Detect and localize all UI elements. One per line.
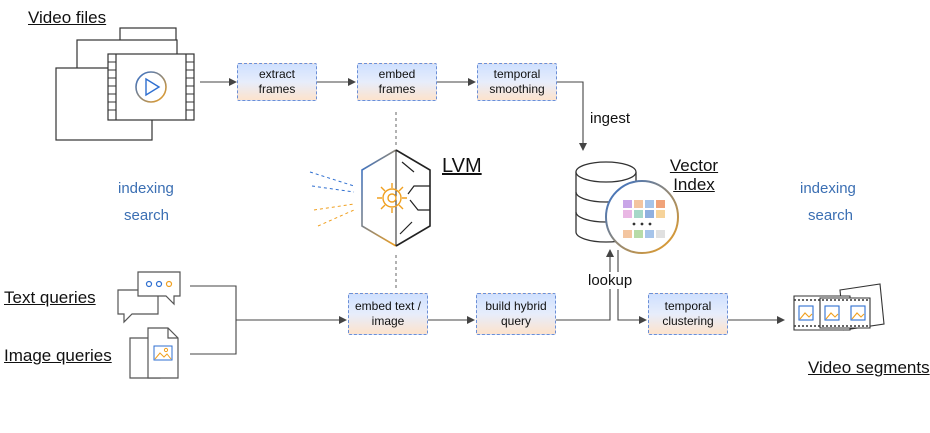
text-query-icon <box>117 271 181 324</box>
video-files-label: Video files <box>28 8 107 27</box>
temporal-clustering-box: temporal clustering <box>648 293 728 335</box>
video-segments-icon <box>793 283 885 331</box>
video-segments-label: Video segments <box>808 358 930 377</box>
indexing-label-right: indexing <box>800 180 856 197</box>
text-queries-label: Text queries <box>4 288 96 307</box>
image-queries-label: Image queries <box>4 346 112 365</box>
ingest-label: ingest <box>588 110 633 127</box>
temporal-smoothing-box: temporal smoothing <box>477 63 557 101</box>
lvm-icon <box>309 149 431 247</box>
build-hybrid-query-box: build hybrid query <box>476 293 556 335</box>
vector-index-label: Vector Index <box>669 156 719 194</box>
embed-frames-box: embed frames <box>357 63 437 101</box>
search-label-right: search <box>808 207 854 224</box>
search-label-left: search <box>124 207 170 224</box>
lvm-label: LVM <box>442 155 482 177</box>
image-query-icon <box>129 327 179 379</box>
extract-frames-box: extract frames <box>237 63 317 101</box>
vector-index-icon <box>605 180 679 254</box>
video-files-icon <box>55 27 195 141</box>
embed-text-image-box: embed text / image <box>348 293 428 335</box>
lookup-label: lookup <box>586 272 635 289</box>
indexing-label-left: indexing <box>118 180 174 197</box>
